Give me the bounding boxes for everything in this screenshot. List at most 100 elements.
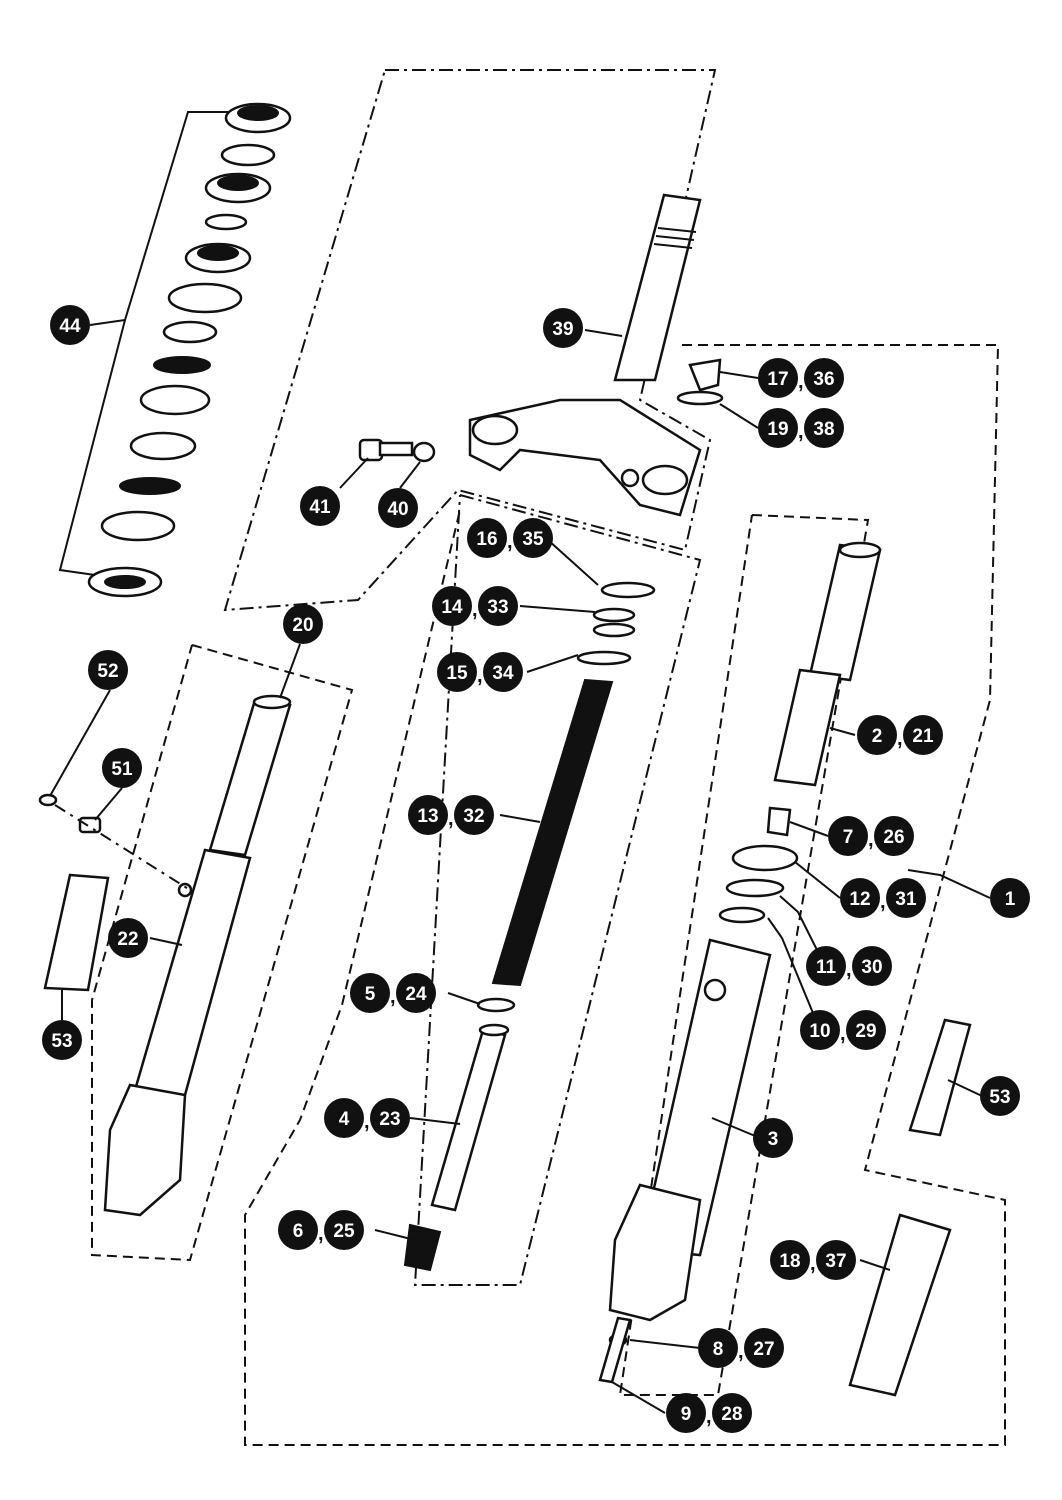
callout-number: 11	[816, 957, 837, 978]
callout-number: 20	[292, 615, 313, 636]
right-fork	[598, 541, 882, 1384]
callout-44: 44	[50, 305, 90, 345]
callout-separator: ,	[897, 728, 903, 750]
callout-badge	[828, 816, 868, 856]
callout-separator: ,	[846, 959, 852, 981]
callout-badge	[816, 1240, 856, 1280]
callout-number: 30	[861, 957, 882, 978]
callout-badge	[278, 1210, 318, 1250]
callout-badge	[108, 918, 148, 958]
callout-number: 8	[713, 1339, 724, 1360]
callout-separator: ,	[868, 829, 874, 851]
callout-separator: ,	[477, 665, 483, 687]
fork-leg-group-outline	[618, 514, 870, 1396]
callout-badge	[980, 1076, 1020, 1116]
callout-badge	[852, 946, 892, 986]
callout-number: 1	[1005, 889, 1016, 910]
callout-number: 31	[895, 889, 917, 910]
callout-badge	[324, 1098, 364, 1138]
callout-number: 2	[872, 726, 883, 747]
callout-badge	[698, 1328, 738, 1368]
callout-number: 5	[365, 984, 376, 1005]
callout-8: 8,27	[698, 1328, 784, 1368]
callout-badge	[378, 488, 418, 528]
callout-16: 16,35	[467, 518, 553, 558]
callout-badge	[42, 1020, 82, 1060]
callout-11: 11,30	[806, 946, 892, 986]
callout-badge	[874, 816, 914, 856]
callout-number: 25	[333, 1221, 355, 1242]
callout-badge	[300, 486, 340, 526]
callout-number: 38	[813, 419, 834, 440]
callout-number: 22	[117, 929, 138, 950]
callout-separator: ,	[798, 421, 804, 443]
callout-badge	[744, 1328, 784, 1368]
callout-badge	[396, 973, 436, 1013]
callout-number: 13	[417, 806, 438, 827]
steering-stem-group-outline	[223, 69, 717, 612]
callout-12: 12,31	[840, 878, 926, 918]
callout-separator: ,	[507, 531, 513, 553]
callout-separator: ,	[706, 1406, 712, 1428]
right-fork-group-outline	[244, 344, 1006, 1446]
callout-number: 18	[779, 1251, 800, 1272]
leader-lines	[49, 111, 991, 1414]
callout-badge	[513, 518, 553, 558]
callout-number: 36	[813, 369, 834, 390]
callout-number: 41	[309, 497, 331, 518]
callout-number: 28	[721, 1404, 742, 1425]
callout-badge	[758, 408, 798, 448]
callout-number: 53	[51, 1031, 72, 1052]
callout-number: 34	[492, 663, 514, 684]
callout-20: 20	[283, 604, 323, 644]
callout-number: 12	[849, 889, 870, 910]
callout-number: 29	[855, 1021, 876, 1042]
callout-separator: ,	[318, 1223, 324, 1245]
callout-number: 4	[339, 1109, 350, 1130]
callout-badge	[454, 795, 494, 835]
callout-51: 51	[102, 748, 142, 788]
callout-number: 7	[843, 827, 854, 848]
callout-badge	[467, 518, 507, 558]
callout-39: 39	[543, 308, 583, 348]
callout-separator: ,	[390, 986, 396, 1008]
callout-number: 26	[883, 827, 904, 848]
callout-number: 27	[753, 1339, 774, 1360]
callout-number: 14	[441, 597, 463, 618]
callout-number: 39	[552, 319, 573, 340]
callout-badge	[857, 715, 897, 755]
inner-fork-parts	[403, 581, 656, 1272]
callout-badge	[804, 358, 844, 398]
callout-41: 41	[300, 486, 340, 526]
callout-separator: ,	[472, 599, 478, 621]
bolt-and-washer	[358, 438, 436, 463]
inner-parts-group-outline	[413, 494, 702, 1286]
callout-52: 52	[88, 650, 128, 690]
callout-number: 23	[379, 1109, 400, 1130]
callout-number: 19	[767, 419, 788, 440]
callout-53a: 53	[42, 1020, 82, 1060]
callout-number: 37	[825, 1251, 846, 1272]
callout-separator: ,	[880, 891, 886, 913]
callout-number: 51	[111, 759, 133, 780]
callout-badge	[408, 795, 448, 835]
callout-separator: ,	[364, 1111, 370, 1133]
callout-10: 10,29	[800, 1010, 886, 1050]
callout-number: 32	[463, 806, 484, 827]
callout-badge	[846, 1010, 886, 1050]
callout-badge	[886, 878, 926, 918]
callout-number: 21	[912, 726, 934, 747]
callout-7: 7,26	[828, 816, 914, 856]
callout-19: 19,38	[758, 408, 844, 448]
steering-stem	[468, 193, 702, 517]
callout-17: 17,36	[758, 358, 844, 398]
callout-18: 18,37	[770, 1240, 856, 1280]
callout-badge	[543, 308, 583, 348]
callout-53b: 53	[980, 1076, 1020, 1116]
callout-number: 44	[59, 316, 81, 337]
callout-number: 35	[522, 529, 544, 550]
callout-badge	[324, 1210, 364, 1250]
callout-2: 2,21	[857, 715, 943, 755]
callout-badge	[50, 305, 90, 345]
callout-badge	[753, 1118, 793, 1158]
